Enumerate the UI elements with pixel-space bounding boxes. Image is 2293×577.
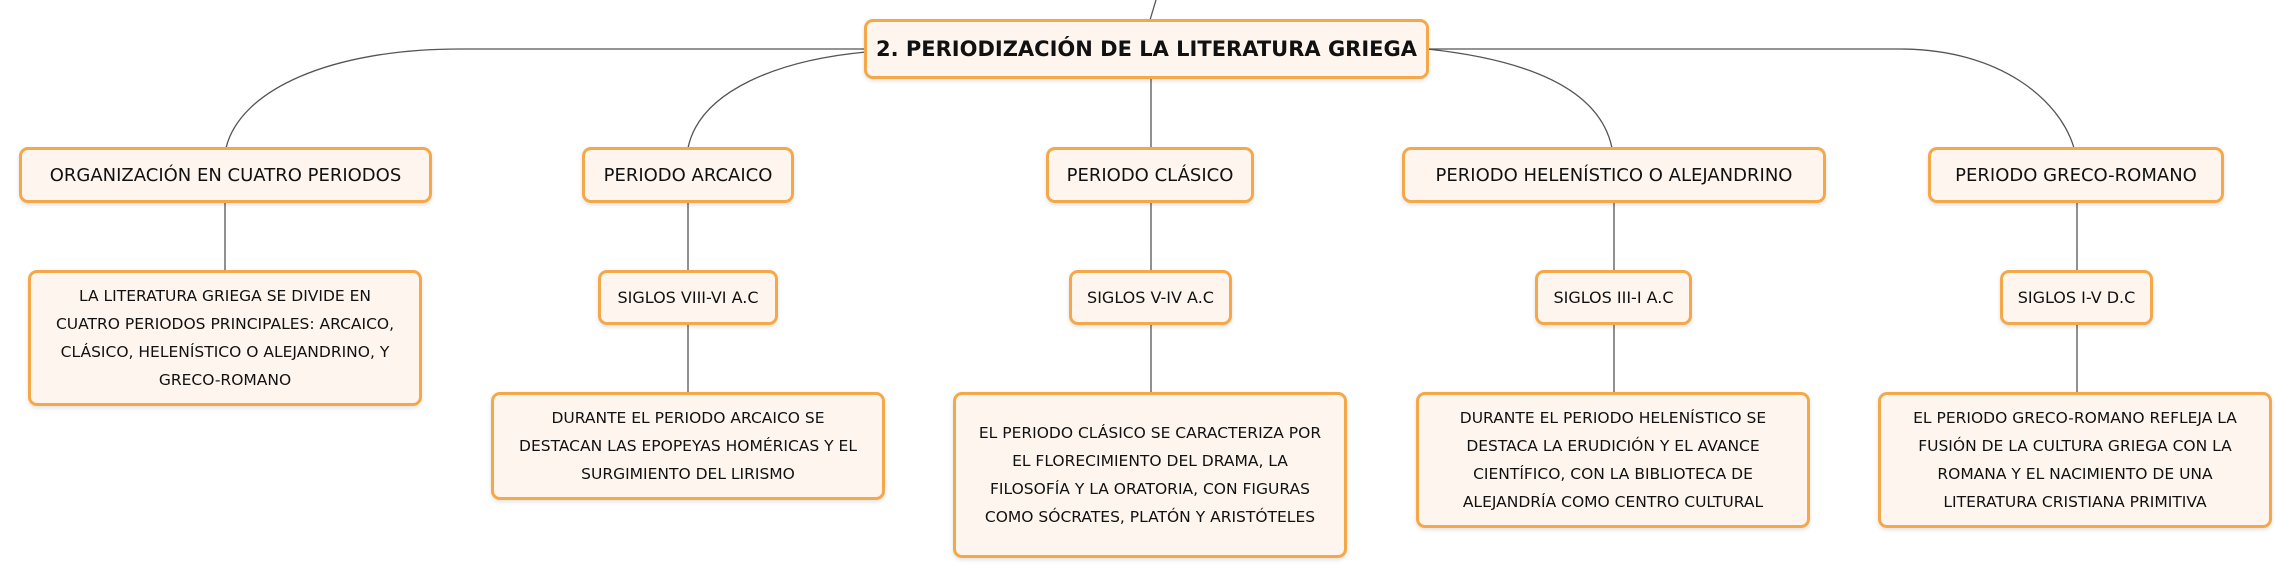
period-label: SIGLOS I-V D.C (2017, 288, 2136, 307)
detail-organizacion[interactable]: LA LITERATURA GRIEGA SE DIVIDE EN CUATRO… (28, 270, 422, 406)
root-topic[interactable]: 2. PERIODIZACIÓN DE LA LITERATURA GRIEGA (864, 19, 1429, 79)
detail-line: ROMANA Y EL NACIMIENTO DE UNA (1937, 465, 2213, 483)
detail-line: EL PERIODO CLÁSICO SE CARACTERIZA POR (978, 424, 1322, 442)
detail-line: FUSIÓN DE LA CULTURA GRIEGA CON LA (1918, 437, 2232, 455)
detail-line: LITERATURA CRISTIANA PRIMITIVA (1943, 493, 2207, 511)
detail-line: EL FLORECIMIENTO DEL DRAMA, LA (1012, 452, 1288, 470)
period-greco-romano[interactable]: SIGLOS I-V D.C (2000, 270, 2153, 325)
detail-line: DURANTE EL PERIODO HELENÍSTICO SE (1459, 409, 1767, 427)
period-arcaico[interactable]: SIGLOS VIII-VI A.C (598, 270, 778, 325)
detail-line: EL PERIODO GRECO-ROMANO REFLEJA LA (1913, 409, 2237, 427)
topic-greco-romano[interactable]: PERIODO GRECO-ROMANO (1928, 147, 2224, 203)
period-helenistico[interactable]: SIGLOS III-I A.C (1535, 270, 1692, 325)
detail-arcaico[interactable]: DURANTE EL PERIODO ARCAICO SE DESTACAN L… (491, 392, 885, 500)
period-clasico[interactable]: SIGLOS V-IV A.C (1069, 270, 1232, 325)
detail-line: DURANTE EL PERIODO ARCAICO SE (551, 409, 825, 427)
topic-label: PERIODO GRECO-ROMANO (1955, 164, 2197, 186)
detail-line: SURGIMIENTO DEL LIRISMO (581, 465, 795, 483)
root-topic-label: 2. PERIODIZACIÓN DE LA LITERATURA GRIEGA (875, 37, 1418, 61)
topic-arcaico[interactable]: PERIODO ARCAICO (582, 147, 794, 203)
topic-label: ORGANIZACIÓN EN CUATRO PERIODOS (49, 164, 402, 186)
detail-line: COMO SÓCRATES, PLATÓN Y ARISTÓTELES (984, 508, 1316, 526)
detail-line: FILOSOFÍA Y LA ORATORIA, CON FIGURAS (990, 480, 1310, 498)
detail-line: LA LITERATURA GRIEGA SE DIVIDE EN (79, 287, 371, 305)
detail-line: ALEJANDRÍA COMO CENTRO CULTURAL (1462, 493, 1764, 511)
detail-clasico[interactable]: EL PERIODO CLÁSICO SE CARACTERIZA POR EL… (953, 392, 1347, 558)
topic-label: PERIODO CLÁSICO (1066, 164, 1234, 186)
detail-line: DESTACA LA ERUDICIÓN Y EL AVANCE (1466, 437, 1760, 455)
topic-label: PERIODO ARCAICO (603, 164, 773, 186)
detail-line: GRECO-ROMANO (158, 371, 292, 389)
detail-line: CIENTÍFICO, CON LA BIBLIOTECA DE (1473, 465, 1753, 483)
period-label: SIGLOS VIII-VI A.C (617, 288, 759, 307)
topic-label: PERIODO HELENÍSTICO O ALEJANDRINO (1435, 164, 1793, 186)
topic-helenistico[interactable]: PERIODO HELENÍSTICO O ALEJANDRINO (1402, 147, 1826, 203)
detail-helenistico[interactable]: DURANTE EL PERIODO HELENÍSTICO SE DESTAC… (1416, 392, 1810, 528)
topic-organizacion[interactable]: ORGANIZACIÓN EN CUATRO PERIODOS (19, 147, 432, 203)
detail-line: CLÁSICO, HELENÍSTICO O ALEJANDRINO, Y (60, 343, 390, 361)
detail-greco-romano[interactable]: EL PERIODO GRECO-ROMANO REFLEJA LA FUSIÓ… (1878, 392, 2272, 528)
detail-line: DESTACAN LAS EPOPEYAS HOMÉRICAS Y EL (519, 437, 857, 455)
topic-clasico[interactable]: PERIODO CLÁSICO (1046, 147, 1254, 203)
period-label: SIGLOS V-IV A.C (1087, 288, 1214, 307)
detail-line: CUATRO PERIODOS PRINCIPALES: ARCAICO, (55, 315, 395, 333)
period-label: SIGLOS III-I A.C (1553, 288, 1674, 307)
